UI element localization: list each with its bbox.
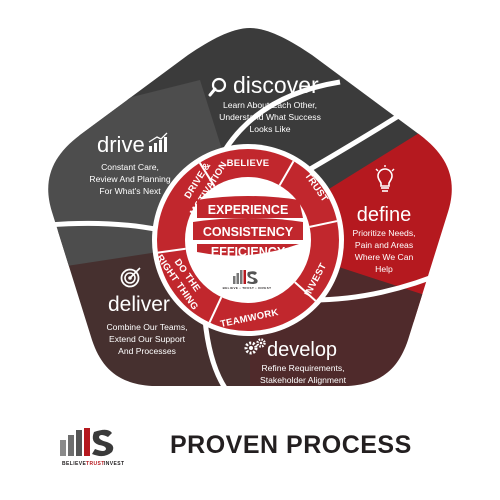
footer-tag-believe: BELIEVE bbox=[62, 461, 86, 467]
center-mini-logo bbox=[233, 270, 258, 284]
center-values: EXPERIENCE CONSISTENCY EFFICIENCY bbox=[193, 196, 303, 259]
drive-title: drive bbox=[97, 132, 145, 157]
define-desc-line1: Prioritize Needs, bbox=[352, 228, 415, 238]
define-desc-line3: Where We Can bbox=[355, 252, 414, 262]
deliver-title: deliver bbox=[108, 293, 170, 316]
discover-title: discover bbox=[233, 72, 319, 98]
bar-chart-icon bbox=[148, 132, 168, 152]
develop-desc-line1: Refine Requirements, bbox=[261, 363, 344, 373]
segment-define bbox=[250, 120, 452, 330]
drive-desc-line1: Constant Care, bbox=[101, 162, 159, 172]
center-word-efficiency: EFFICIENCY bbox=[211, 245, 286, 259]
discover-desc-line1: Learn About Each Other, bbox=[223, 100, 317, 110]
footer-tag-invest: INVEST bbox=[104, 461, 124, 467]
deliver-desc-line1: Combine Our Teams, bbox=[106, 322, 187, 332]
magnifier-icon bbox=[208, 77, 227, 97]
center-mini-tagline: BELIEVE • TRUST • INVEST bbox=[223, 286, 272, 290]
develop-title: develop bbox=[267, 339, 337, 361]
discover-desc-line2: Understand What Success bbox=[219, 112, 321, 122]
drive-desc-line3: For What's Next bbox=[99, 186, 161, 196]
discover-desc-line3: Looks Like bbox=[249, 124, 290, 134]
deliver-desc-line2: Extend Our Support bbox=[109, 334, 186, 344]
lightbulb-icon bbox=[375, 165, 395, 192]
footer-logo bbox=[60, 428, 114, 457]
target-icon bbox=[120, 267, 141, 288]
define-desc-line4: Help bbox=[375, 264, 393, 274]
footer-tag-trust: TRUST bbox=[86, 461, 105, 467]
drive-desc-line2: Review And Planning bbox=[89, 174, 170, 184]
center-word-consistency: CONSISTENCY bbox=[203, 225, 294, 239]
deliver-desc-line3: And Processes bbox=[118, 346, 176, 356]
develop-desc-line2: Stakeholder Alignment bbox=[260, 375, 347, 385]
segment-dividers bbox=[47, 79, 451, 397]
ring-label-believe: BELIEVE bbox=[227, 158, 270, 169]
define-title: define bbox=[357, 204, 412, 226]
center-word-experience: EXPERIENCE bbox=[208, 203, 289, 217]
gears-icon bbox=[244, 338, 266, 355]
footer-title: PROVEN PROCESS bbox=[170, 431, 412, 459]
define-desc-line2: Pain and Areas bbox=[355, 240, 413, 250]
